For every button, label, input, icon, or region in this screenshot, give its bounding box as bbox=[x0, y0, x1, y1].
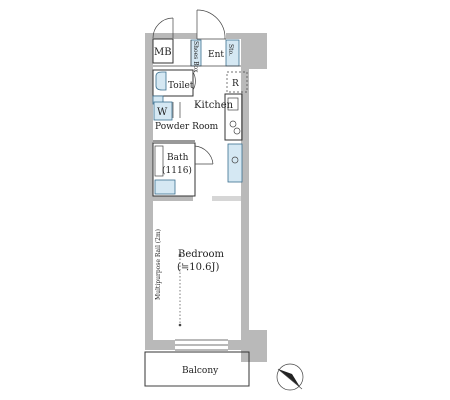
sink bbox=[227, 143, 243, 183]
multipurpose-rail bbox=[178, 253, 182, 327]
window-bottom bbox=[175, 339, 228, 351]
bedroom-size-label: (≒10.6J) bbox=[177, 262, 220, 273]
north-arrow-icon bbox=[276, 363, 304, 391]
bath-label: Bath bbox=[167, 153, 189, 163]
bedroom-label: Bedroom bbox=[178, 249, 224, 260]
toilet-label: Toilet bbox=[168, 81, 194, 91]
mb-label: MB bbox=[154, 47, 172, 58]
mb-closet bbox=[152, 38, 174, 64]
toilet bbox=[152, 69, 194, 105]
balcony-label: Balcony bbox=[182, 366, 219, 376]
refrigerator-label: R bbox=[232, 79, 239, 89]
refrigerator bbox=[226, 71, 248, 93]
washer-label: W bbox=[157, 107, 168, 118]
kitchen bbox=[224, 93, 243, 141]
washer bbox=[153, 101, 173, 121]
multipurpose-rail-label: Multipurpose Rail (2m) bbox=[155, 229, 162, 300]
entrance-door bbox=[196, 9, 226, 40]
outer-walls bbox=[145, 33, 267, 362]
balcony bbox=[144, 351, 250, 387]
kitchen-label: Kitchen bbox=[194, 100, 234, 111]
bath-size-label: (1116) bbox=[162, 165, 192, 176]
mb-door bbox=[152, 17, 174, 39]
entrance-label: Ent bbox=[208, 50, 224, 60]
bath bbox=[152, 142, 196, 197]
powder-room-label: Powder Room bbox=[155, 122, 219, 132]
shoes-box-label: Shoes Box bbox=[192, 41, 199, 73]
storage-label: Sto. bbox=[227, 44, 234, 56]
